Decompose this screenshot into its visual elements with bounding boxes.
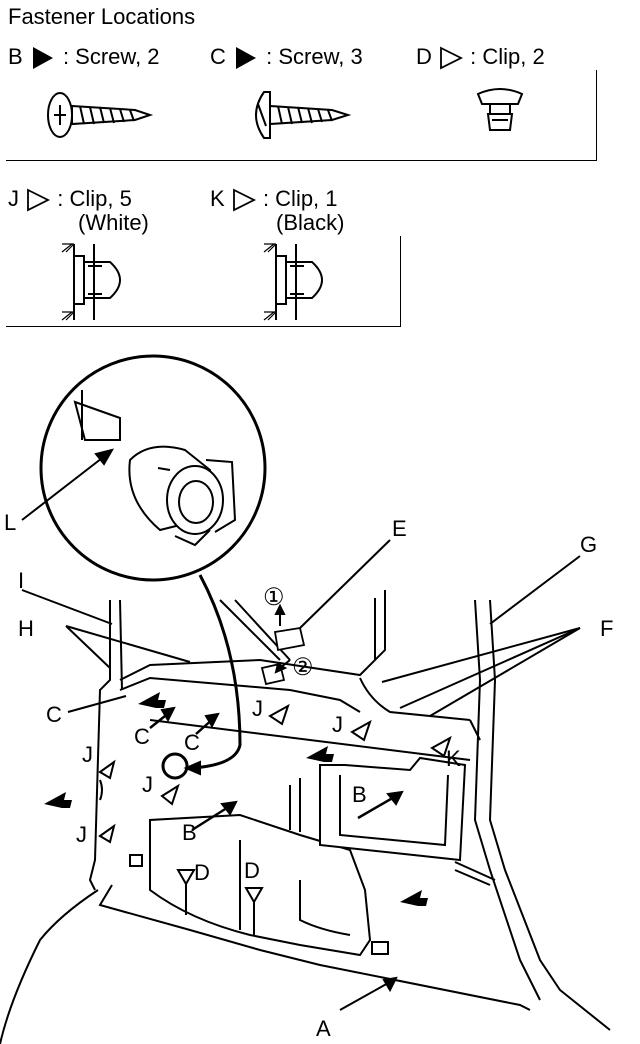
legend-k-letter: K bbox=[210, 186, 225, 211]
legend-d: D : Clip, 2 bbox=[416, 46, 545, 70]
legend-d-letter: D bbox=[416, 44, 432, 69]
callout-j: J bbox=[332, 712, 343, 737]
legend-c-text: : Screw, 3 bbox=[266, 44, 363, 69]
clip-icon bbox=[263, 243, 323, 321]
step-2-marker: ② bbox=[292, 654, 314, 681]
clip-icon bbox=[61, 243, 121, 321]
legend-k-text: : Clip, 1 bbox=[262, 186, 338, 211]
callout-l: L bbox=[4, 510, 17, 535]
legend-d-text: : Clip, 2 bbox=[470, 44, 545, 69]
screw-icon bbox=[47, 92, 154, 138]
legend-j-text: : Clip, 5 bbox=[57, 186, 132, 211]
legend-b-letter: B bbox=[8, 44, 23, 69]
open-triangle-icon bbox=[232, 188, 256, 212]
callout-g: G bbox=[580, 532, 598, 557]
legend-b-text: : Screw, 2 bbox=[62, 44, 160, 69]
step-1-marker: ① bbox=[263, 584, 285, 611]
open-triangle-icon bbox=[440, 46, 464, 70]
legend-k-note: (Black) bbox=[276, 210, 345, 235]
legend-j: J : Clip, 5 bbox=[8, 188, 132, 212]
callout-c: C bbox=[46, 702, 62, 727]
callout-j: J bbox=[252, 696, 263, 721]
callout-e: E bbox=[392, 516, 407, 541]
legend-k: K : Clip, 1 bbox=[210, 188, 338, 212]
callout-j: J bbox=[82, 742, 93, 767]
callout-i: I bbox=[18, 568, 25, 593]
legend-box-row2 bbox=[6, 236, 401, 327]
callout-h: H bbox=[18, 616, 34, 641]
callout-c: C bbox=[184, 730, 200, 755]
legend-c-letter: C bbox=[210, 44, 226, 69]
page-title: Fastener Locations bbox=[8, 4, 196, 29]
legend-j-note: (White) bbox=[78, 210, 149, 235]
callout-a: A bbox=[316, 1016, 331, 1041]
filled-triangle-icon bbox=[236, 47, 257, 70]
callout-c: C bbox=[134, 724, 150, 749]
callout-d: D bbox=[194, 860, 210, 885]
callout-d: D bbox=[244, 858, 260, 883]
legend-j-letter: J bbox=[8, 186, 19, 211]
filled-triangle-icon bbox=[32, 47, 53, 70]
callout-j: J bbox=[142, 772, 153, 797]
callout-b: B bbox=[352, 782, 367, 807]
push-clip-icon bbox=[476, 88, 524, 131]
screw-icon bbox=[255, 91, 352, 139]
callout-f: F bbox=[600, 616, 614, 641]
callout-k: K bbox=[446, 746, 461, 771]
legend-box-row1 bbox=[6, 70, 597, 161]
legend-c: C : Screw, 3 bbox=[210, 44, 363, 70]
callout-b: B bbox=[182, 820, 197, 845]
legend-b: B : Screw, 2 bbox=[8, 44, 160, 70]
callout-j: J bbox=[76, 822, 87, 847]
open-triangle-icon bbox=[27, 188, 51, 212]
